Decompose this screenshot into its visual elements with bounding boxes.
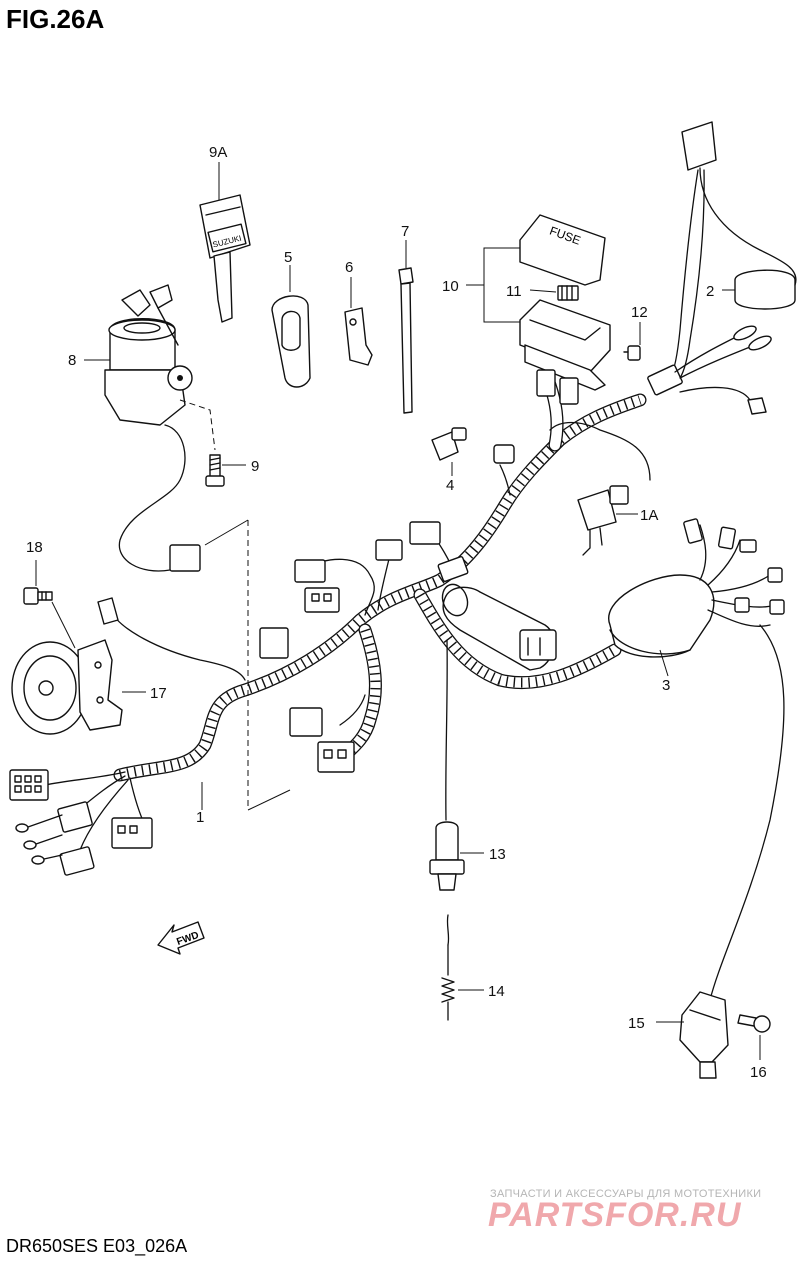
- watermark-brand: PARTSFOR.RU: [488, 1196, 742, 1234]
- callout-5: 5: [284, 249, 292, 266]
- sub-harness-part-3: [608, 518, 785, 1001]
- callout-3: 3: [662, 677, 670, 694]
- spring-part-14: [441, 914, 455, 1021]
- callout-13: 13: [489, 846, 506, 863]
- callout-16: 16: [750, 1064, 767, 1081]
- cable-tie-part-7: [398, 267, 414, 414]
- callout-6: 6: [345, 259, 353, 276]
- ignition-key-part-9a: SUZUKI: [199, 194, 251, 323]
- bolt-part-18: [23, 587, 53, 605]
- clamp-part-6: [344, 307, 373, 366]
- callout-14: 14: [488, 983, 505, 1000]
- terminal-cap-part-4: [431, 427, 467, 461]
- callout-11: 11: [506, 283, 522, 300]
- screw-part-12: [623, 345, 641, 361]
- callout-10: 10: [442, 278, 459, 295]
- forward-direction-arrow: FWD: [157, 921, 205, 955]
- harness-connectors: [9, 444, 515, 876]
- callout-18: 18: [26, 539, 43, 556]
- screw-part-9: [205, 454, 225, 487]
- screw-part-16: [737, 1014, 771, 1033]
- figure-footer-code: DR650SES E03_026A: [6, 1236, 188, 1256]
- callout-labels: 1 1A 2 3 4 5 6 7 8 9 9A 10 11 12 13 14 1…: [26, 144, 767, 1081]
- callout-4: 4: [446, 477, 454, 494]
- callout-9: 9: [251, 458, 259, 475]
- fuse-box-part-10: FUSE: [519, 214, 611, 405]
- callout-15: 15: [628, 1015, 645, 1032]
- relay-part-2: [647, 121, 797, 415]
- grommet-part-5: [271, 295, 311, 388]
- callout-9a: 9A: [209, 144, 227, 161]
- switch-part-13: [429, 639, 465, 891]
- ignition-switch-part-8: [104, 284, 201, 572]
- ignition-coil: [441, 583, 557, 671]
- callout-1a: 1A: [640, 507, 658, 524]
- horn-part-17: [11, 597, 246, 735]
- callout-7: 7: [401, 223, 409, 240]
- watermark-tagline: ЗАПЧАСТИ И АКСЕССУАРЫ ДЛЯ МОТОТЕХНИКИ: [490, 1188, 762, 1200]
- wiring-harness-part-1: [44, 378, 651, 851]
- callout-2: 2: [706, 283, 714, 300]
- callout-12: 12: [631, 304, 648, 321]
- sensor-part-15: [679, 991, 729, 1079]
- figure-title: FIG.26A: [6, 4, 105, 34]
- callout-17: 17: [150, 685, 167, 702]
- sub-harness-part-1a: [577, 485, 629, 556]
- leader-lines: [35, 162, 761, 1060]
- reference-lines: [179, 399, 291, 811]
- callout-1: 1: [196, 809, 204, 826]
- callout-8: 8: [68, 352, 76, 369]
